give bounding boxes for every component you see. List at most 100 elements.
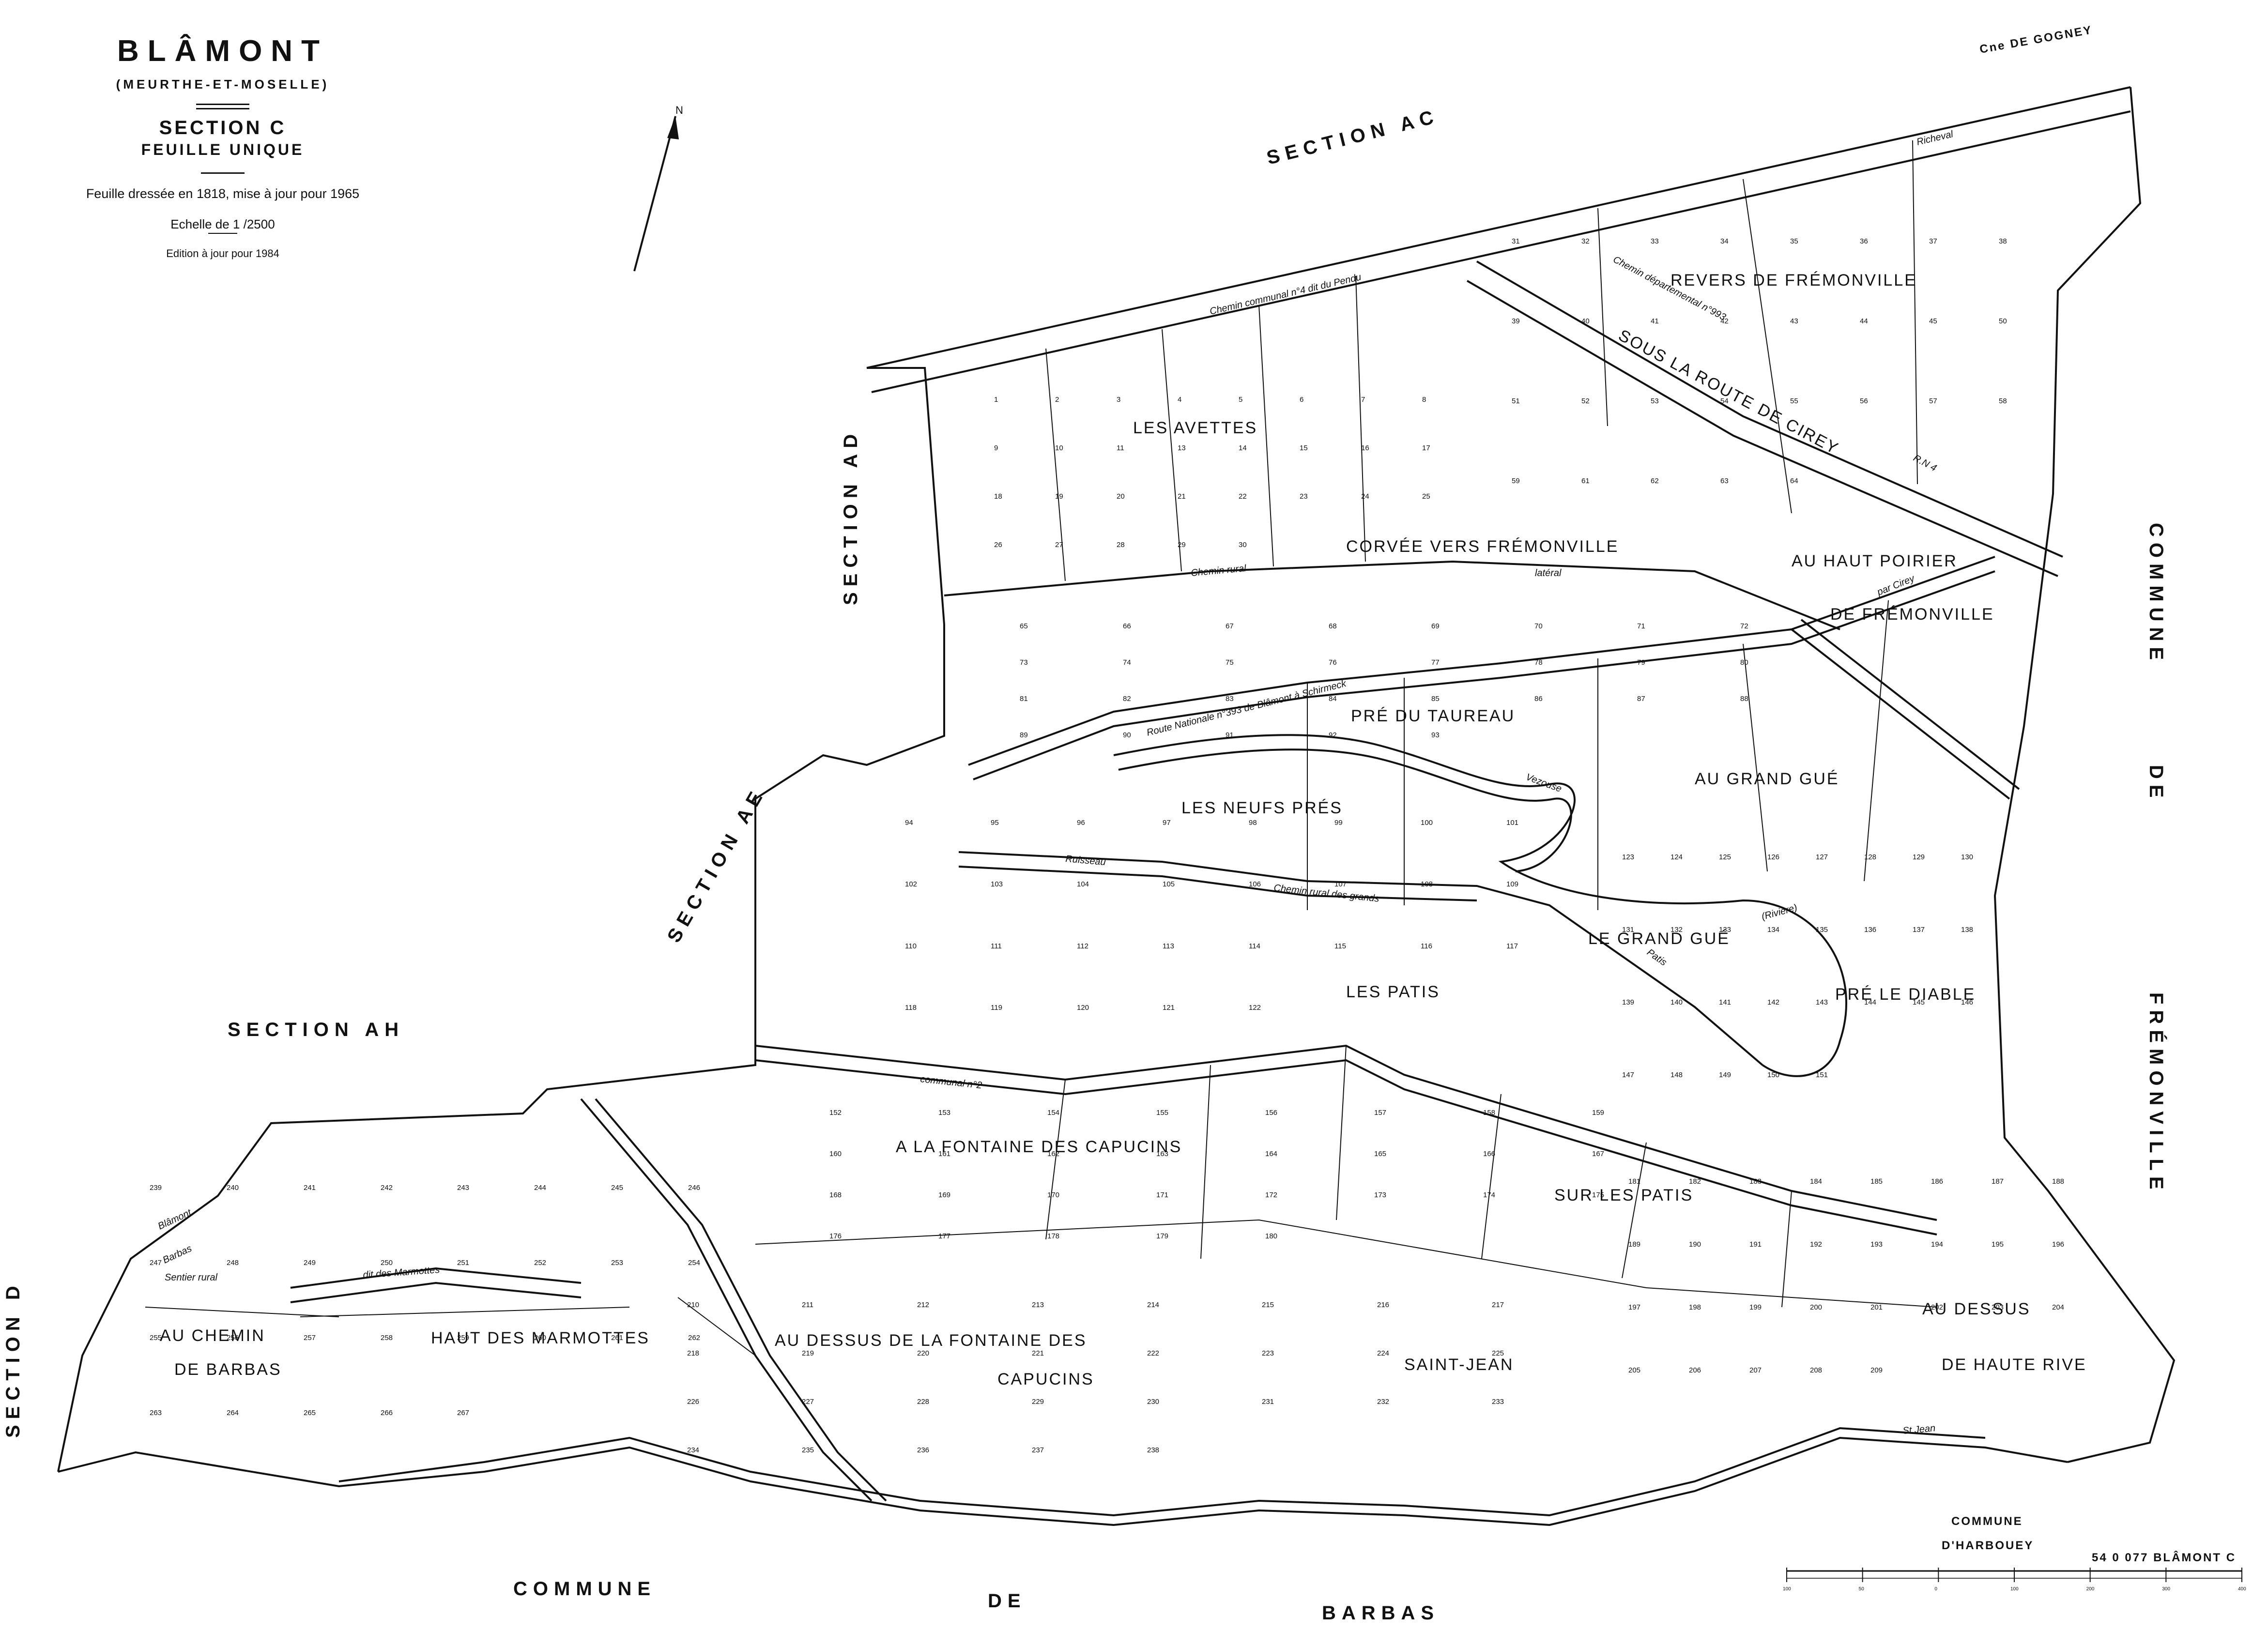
parcel-number: 255 bbox=[150, 1334, 162, 1342]
parcel-number: 229 bbox=[1032, 1398, 1044, 1406]
parcel-number: 24 bbox=[1361, 492, 1369, 501]
parcel-number: 134 bbox=[1767, 926, 1779, 934]
parcel-number: 118 bbox=[905, 1004, 917, 1012]
road-lateral: latéral bbox=[1535, 568, 1562, 579]
parcel-number: 215 bbox=[1262, 1301, 1274, 1309]
parcel-number: 141 bbox=[1719, 998, 1731, 1006]
parcel-number: 96 bbox=[1077, 819, 1085, 827]
parcel-number: 29 bbox=[1178, 541, 1186, 549]
parcel-number: 126 bbox=[1767, 853, 1779, 861]
parcel-number: 154 bbox=[1047, 1109, 1059, 1117]
parcel-number: 2 bbox=[1055, 396, 1059, 404]
parcel-number: 87 bbox=[1637, 695, 1645, 703]
parcel-number: 262 bbox=[688, 1334, 700, 1342]
scale-label: Echelle de 1 /2500 bbox=[170, 217, 275, 231]
road-blamont: Blâmont bbox=[156, 1207, 194, 1232]
parcel-number: 18 bbox=[994, 492, 1002, 501]
edition-label: Edition à jour pour 1984 bbox=[166, 247, 279, 259]
parcel-number: 137 bbox=[1913, 926, 1925, 934]
east-boundary bbox=[1993, 87, 2176, 1463]
parcel-number: 100 bbox=[1421, 819, 1433, 827]
parcel-number: 249 bbox=[304, 1259, 316, 1267]
parcel-number: 182 bbox=[1689, 1177, 1701, 1186]
road-chemin-rural: Chemin rural bbox=[1191, 563, 1247, 579]
map-reference: 54 0 077 BLÂMONT C bbox=[2092, 1551, 2236, 1564]
parcel-number: 39 bbox=[1512, 317, 1520, 325]
parcel-number: 155 bbox=[1156, 1109, 1168, 1117]
parcel-number: 138 bbox=[1961, 926, 1973, 934]
parcel-number: 13 bbox=[1178, 444, 1186, 452]
parcel-number: 227 bbox=[802, 1398, 814, 1406]
parcel-number: 40 bbox=[1581, 317, 1590, 325]
parcel-number: 259 bbox=[457, 1334, 469, 1342]
vezouse-river bbox=[1113, 734, 1847, 1077]
lieu-fontaine-capucins: A LA FONTAINE DES CAPUCINS bbox=[896, 1138, 1182, 1156]
header-divider bbox=[196, 104, 249, 109]
lieu-haut-poirier-2: DE FRÉMONVILLE bbox=[1830, 605, 1994, 624]
parcel-number: 184 bbox=[1810, 1177, 1822, 1186]
section-title: SECTION C bbox=[159, 117, 287, 138]
parcel-number: 5 bbox=[1239, 396, 1242, 404]
parcel-number: 261 bbox=[611, 1334, 623, 1342]
parcel-number: 163 bbox=[1156, 1150, 1168, 1158]
road-barbas: Barbas bbox=[161, 1243, 194, 1266]
parcel-number: 95 bbox=[991, 819, 999, 827]
parcel-number: 72 bbox=[1740, 622, 1748, 630]
parcel-number: 207 bbox=[1749, 1366, 1762, 1374]
lieu-les-patis: LES PATIS bbox=[1346, 983, 1440, 1001]
parcel-number: 232 bbox=[1377, 1398, 1389, 1406]
parcel-number: 9 bbox=[994, 444, 998, 452]
diagonal-chemin bbox=[580, 1098, 887, 1502]
parcel-number: 68 bbox=[1329, 622, 1337, 630]
parcel-number: 210 bbox=[687, 1301, 699, 1309]
lieu-revers: REVERS DE FRÉMONVILLE bbox=[1670, 271, 1917, 290]
parcel-number: 88 bbox=[1740, 695, 1748, 703]
fremonville-label-2: DE bbox=[2145, 765, 2167, 804]
parcel-number: 81 bbox=[1020, 695, 1028, 703]
road-richeval: Richeval bbox=[1916, 129, 1954, 148]
lieu-au-dessus-fontaine-1: AU DESSUS DE LA FONTAINE DES bbox=[775, 1331, 1087, 1350]
parcel-number: 198 bbox=[1689, 1303, 1701, 1311]
parcel-number: 14 bbox=[1239, 444, 1247, 452]
harbouey-label-1: COMMUNE bbox=[1951, 1515, 2023, 1528]
parcel-number: 19 bbox=[1055, 492, 1063, 501]
parcel-number: 174 bbox=[1483, 1191, 1495, 1199]
parcel-number: 58 bbox=[1999, 397, 2007, 405]
parcel-number: 1 bbox=[994, 396, 998, 404]
parcel-number: 214 bbox=[1147, 1301, 1159, 1309]
parcel-number: 28 bbox=[1117, 541, 1125, 549]
north-label: N bbox=[675, 104, 683, 116]
parcel-number: 217 bbox=[1492, 1301, 1504, 1309]
parcel-number: 136 bbox=[1864, 926, 1876, 934]
parcel-number: 264 bbox=[227, 1409, 239, 1417]
parcel-number: 17 bbox=[1422, 444, 1430, 452]
parcel-number: 127 bbox=[1816, 853, 1828, 861]
parcel-number: 224 bbox=[1377, 1349, 1389, 1357]
map-linework bbox=[57, 86, 2176, 1526]
parcel-number: 147 bbox=[1622, 1071, 1634, 1079]
parcel-number: 44 bbox=[1860, 317, 1868, 325]
parcel-number: 116 bbox=[1421, 942, 1432, 950]
parcel-number: 92 bbox=[1329, 731, 1337, 739]
parcel-number: 79 bbox=[1637, 658, 1645, 667]
parcel-number: 144 bbox=[1864, 998, 1876, 1006]
parcel-number: 106 bbox=[1249, 880, 1261, 888]
parcel-number: 86 bbox=[1534, 695, 1543, 703]
lieu-pre-diable: PRÉ LE DIABLE bbox=[1835, 985, 1976, 1004]
parcel-number: 206 bbox=[1689, 1366, 1701, 1374]
parcel-number: 22 bbox=[1239, 492, 1247, 501]
parcel-number: 139 bbox=[1622, 998, 1634, 1006]
scale-tick-label: 400 bbox=[2238, 1586, 2246, 1592]
parcel-number: 112 bbox=[1077, 942, 1088, 950]
road-vezouse: Vezouse bbox=[1524, 772, 1563, 794]
road-ruisseau: Ruisseau bbox=[1065, 854, 1106, 868]
road-riviere: (Rivière) bbox=[1761, 902, 1799, 922]
parcel-number: 66 bbox=[1123, 622, 1131, 630]
parcel-number: 120 bbox=[1077, 1004, 1089, 1012]
scale-tick-label: 50 bbox=[1859, 1586, 1865, 1592]
parcel-number: 51 bbox=[1512, 397, 1520, 405]
parcel-number: 180 bbox=[1265, 1232, 1277, 1240]
parcel-number: 177 bbox=[938, 1232, 950, 1240]
